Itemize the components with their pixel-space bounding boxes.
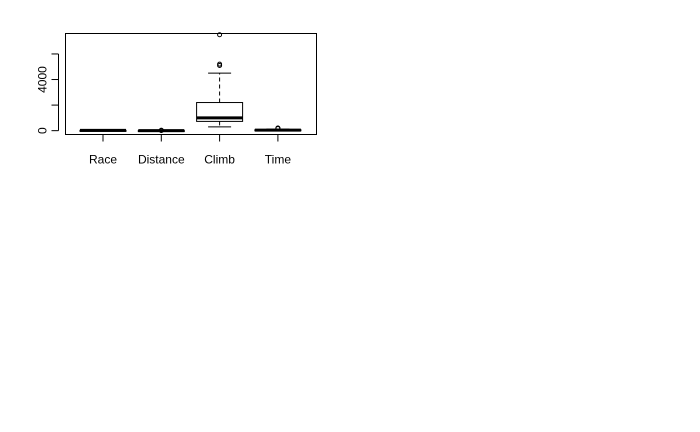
x-tick-label: Distance xyxy=(138,153,185,167)
x-tick-label: Race xyxy=(89,153,117,167)
x-tick-label: Time xyxy=(265,153,292,167)
box-distance xyxy=(137,127,185,133)
outlier-point xyxy=(158,127,164,133)
outlier-point xyxy=(275,125,281,131)
y-tick-label: 4000 xyxy=(36,66,50,93)
boxes-group xyxy=(79,32,302,133)
box-race xyxy=(79,128,127,132)
outlier-point xyxy=(217,32,223,38)
y-axis: 0 4000 xyxy=(36,53,59,134)
plot-frame xyxy=(65,33,317,135)
x-axis: Race Distance Climb Time xyxy=(89,134,292,167)
x-tick-label: Climb xyxy=(204,153,235,167)
box-climb xyxy=(196,32,244,128)
y-tick-label: 0 xyxy=(36,127,50,134)
box-time xyxy=(254,125,302,132)
outlier-point xyxy=(217,61,223,67)
